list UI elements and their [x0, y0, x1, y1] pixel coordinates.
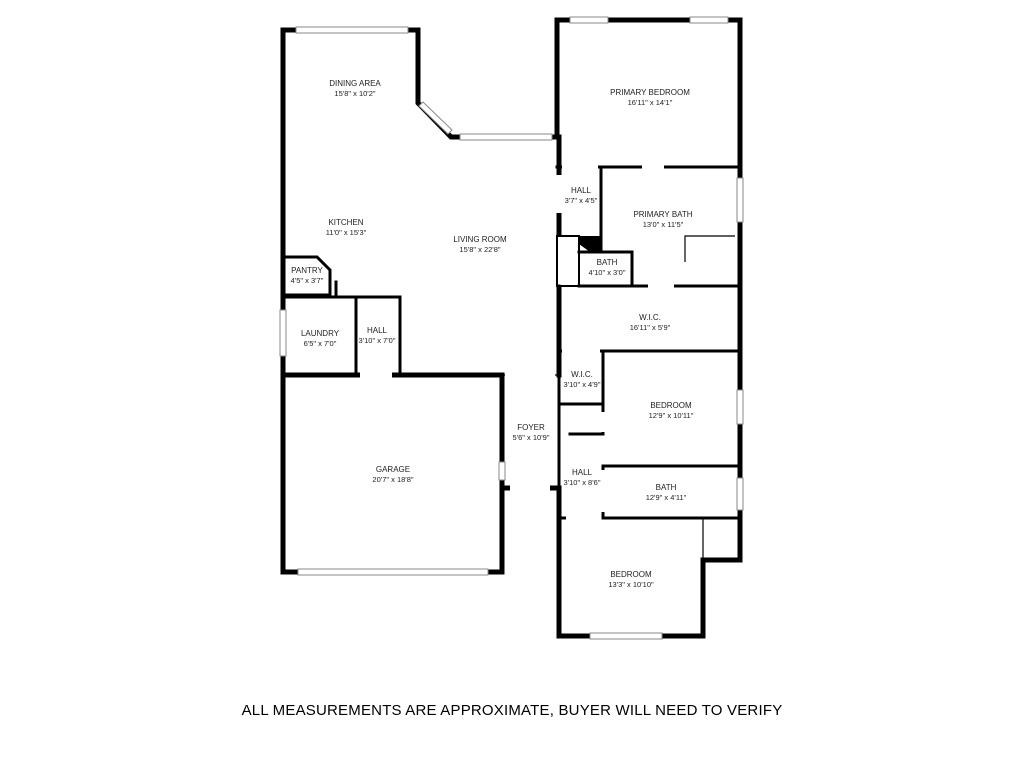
room-bath-2: BATH 12'9" x 4'11" — [646, 483, 687, 502]
room-dimensions: 6'5" x 7'0" — [304, 339, 337, 348]
room-foyer: FOYER 5'6" x 10'9" — [513, 423, 550, 442]
room-dimensions: 15'8" x 22'8" — [459, 245, 500, 254]
room-dimensions: 3'10" x 7'0" — [359, 336, 396, 345]
windows — [279, 16, 744, 640]
room-bedroom-3: BEDROOM 13'3" x 10'10" — [608, 570, 654, 589]
room-bedroom-2: BEDROOM 12'9" x 10'11" — [649, 401, 694, 420]
room-name: HALL — [572, 468, 593, 477]
room-name: BATH — [597, 258, 618, 267]
door-openings — [360, 162, 674, 523]
room-bath-small: BATH 4'10" x 3'0" — [589, 258, 626, 277]
room-dimensions: 15'8" x 10'2" — [334, 89, 375, 98]
room-name: PANTRY — [291, 266, 323, 275]
room-name: KITCHEN — [328, 218, 363, 227]
room-hall-laundry: HALL 3'10" x 7'0" — [359, 326, 396, 345]
room-dimensions: 16'11" x 14'1" — [628, 98, 673, 107]
room-name: DINING AREA — [329, 79, 381, 88]
measurement-disclaimer: ALL MEASUREMENTS ARE APPROXIMATE, BUYER … — [241, 702, 783, 719]
room-dimensions: 12'9" x 4'11" — [646, 493, 687, 502]
room-primary-bath: PRIMARY BATH 13'0" x 11'5" — [633, 210, 692, 229]
room-dimensions: 3'10" x 8'6" — [564, 478, 601, 487]
room-hall-primary: HALL 3'7" x 4'5" — [565, 186, 598, 205]
room-garage: GARAGE 20'7" x 18'8" — [372, 465, 413, 484]
room-name: W.I.C. — [639, 313, 661, 322]
room-dimensions: 4'5" x 3'7" — [291, 276, 324, 285]
room-hall-bedrooms: HALL 3'10" x 8'6" — [564, 468, 601, 487]
room-name: BEDROOM — [650, 401, 692, 410]
room-dining-area: DINING AREA 15'8" x 10'2" — [329, 79, 381, 98]
room-dimensions: 3'7" x 4'5" — [565, 196, 598, 205]
room-primary-bedroom: PRIMARY BEDROOM 16'11" x 14'1" — [610, 88, 690, 107]
room-name: FOYER — [517, 423, 545, 432]
room-name: PRIMARY BEDROOM — [610, 88, 690, 97]
room-living-room: LIVING ROOM 15'8" x 22'8" — [453, 235, 507, 254]
room-name: LAUNDRY — [301, 329, 340, 338]
room-dimensions: 11'0" x 15'3" — [326, 228, 367, 237]
room-name: W.I.C. — [571, 370, 593, 379]
room-name: GARAGE — [376, 465, 410, 474]
room-dimensions: 4'10" x 3'0" — [589, 268, 626, 277]
room-dimensions: 5'6" x 10'9" — [513, 433, 550, 442]
room-dimensions: 20'7" x 18'8" — [372, 475, 413, 484]
room-dimensions: 12'9" x 10'11" — [649, 411, 694, 420]
room-name: BEDROOM — [610, 570, 652, 579]
exterior-walls — [280, 17, 743, 639]
room-kitchen: KITCHEN 11'0" x 15'3" — [326, 218, 367, 237]
room-dimensions: 13'3" x 10'10" — [608, 580, 654, 589]
room-name: BATH — [656, 483, 677, 492]
room-name: HALL — [367, 326, 388, 335]
room-dimensions: 16'11" x 5'9" — [630, 323, 671, 332]
room-pantry: PANTRY 4'5" x 3'7" — [291, 266, 324, 285]
room-name: HALL — [571, 186, 592, 195]
room-name: LIVING ROOM — [453, 235, 507, 244]
room-laundry: LAUNDRY 6'5" x 7'0" — [301, 329, 340, 348]
room-dimensions: 13'0" x 11'5" — [643, 220, 684, 229]
room-name: PRIMARY BATH — [633, 210, 692, 219]
room-wic-bedroom: W.I.C. 3'10" x 4'9" — [564, 370, 601, 389]
room-dimensions: 3'10" x 4'9" — [564, 380, 601, 389]
room-wic-primary: W.I.C. 16'11" x 5'9" — [630, 313, 671, 332]
